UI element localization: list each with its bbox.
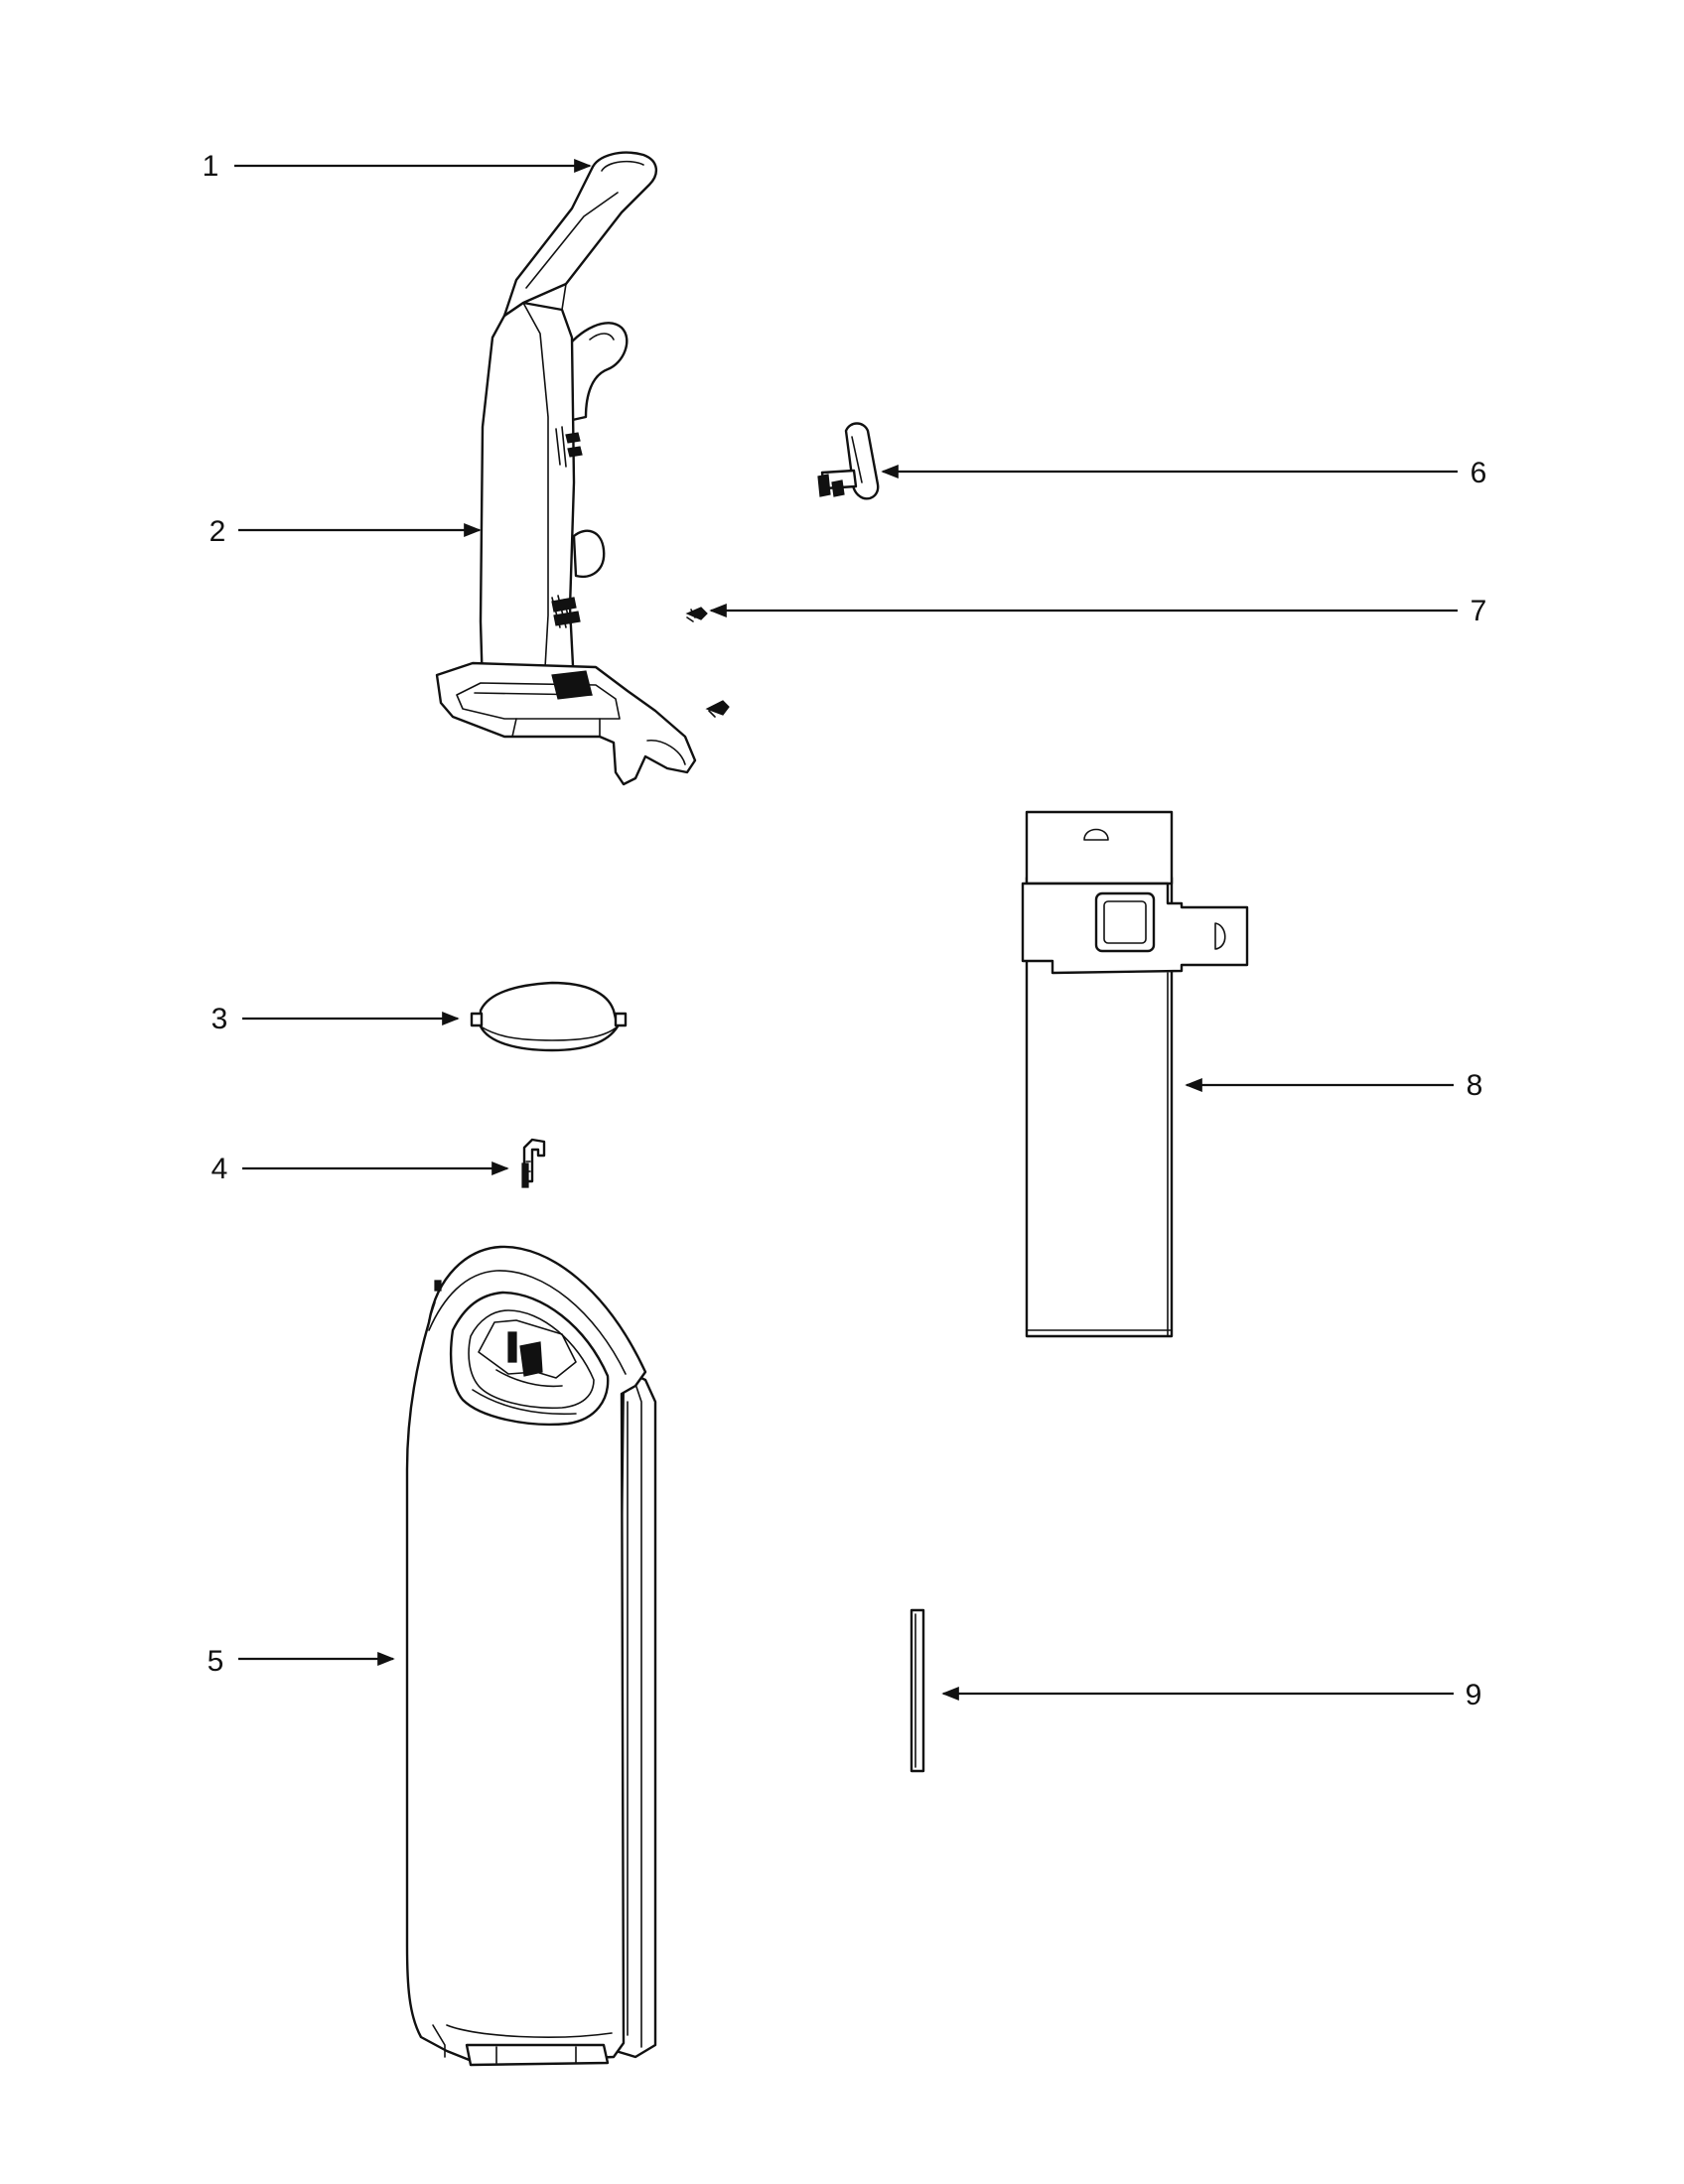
callout-2-label: 2 [210, 515, 226, 548]
part-7-screw-lower [705, 700, 730, 718]
callout-8-label: 8 [1467, 1069, 1483, 1102]
part-4-clip [521, 1138, 546, 1188]
part-8-dust-bag [1021, 810, 1249, 1338]
part-7-screw-upper [685, 607, 708, 622]
callout-1-label: 1 [203, 150, 219, 183]
callout-4-label: 4 [211, 1153, 228, 1185]
part-6-latch [817, 422, 880, 500]
callout-6-label: 6 [1471, 457, 1487, 489]
callout-5-label: 5 [208, 1645, 224, 1678]
part-2-handle-body [435, 301, 697, 786]
part-3-cap [470, 981, 628, 1052]
callout-3-label: 3 [211, 1003, 228, 1035]
part-5-housing [405, 1245, 657, 2067]
callout-7-label: 7 [1471, 595, 1487, 627]
part-9-filter-strip [910, 1608, 925, 1773]
callout-9-label: 9 [1466, 1679, 1482, 1711]
part-1-handle-grip [502, 151, 657, 318]
